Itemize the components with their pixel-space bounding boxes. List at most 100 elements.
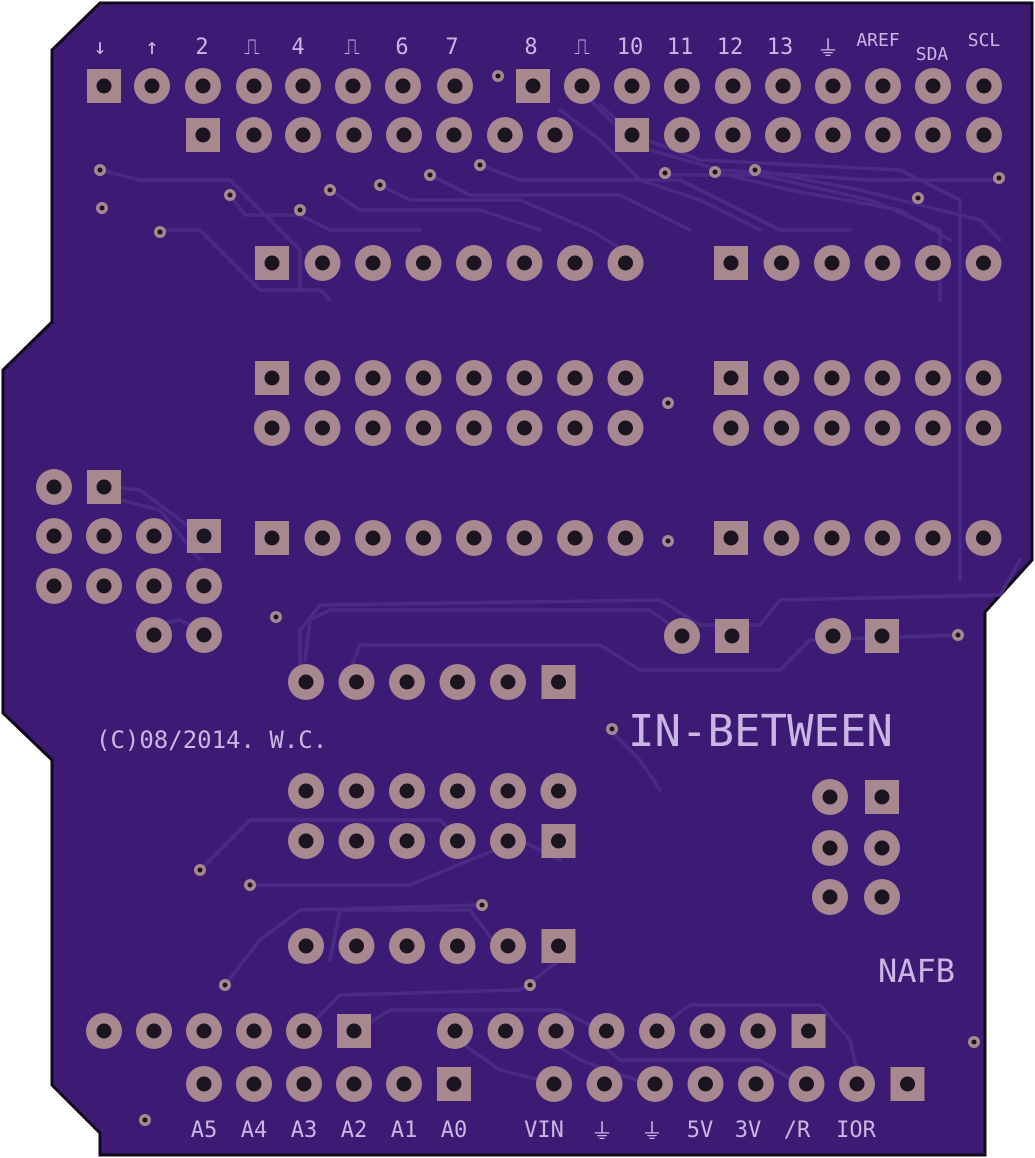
via-hole <box>97 167 103 173</box>
drill-hole <box>824 255 840 271</box>
drill-hole <box>399 674 415 690</box>
drill-hole <box>500 783 516 799</box>
drill-hole <box>498 1023 513 1039</box>
drill-hole <box>825 78 841 94</box>
drill-hole <box>195 78 211 94</box>
drill-hole <box>395 78 411 94</box>
drill-hole <box>416 370 431 386</box>
drill-hole <box>447 78 463 94</box>
drill-hole <box>446 127 462 143</box>
bottom-analog-labels: A5 A4 A3 A2 A1 A0 <box>191 1118 468 1143</box>
drill-hole <box>195 127 211 143</box>
via-hole <box>665 538 671 544</box>
drill-hole <box>46 578 62 594</box>
drill-hole <box>976 255 991 271</box>
via-hole <box>99 205 105 211</box>
drill-hole <box>574 78 590 94</box>
label-a3: A3 <box>291 1118 318 1143</box>
drill-hole <box>264 255 280 271</box>
drill-hole <box>399 783 415 799</box>
copyright-text: (C)08/2014. W.C. <box>96 726 327 754</box>
label-pin-1: ↑ <box>145 35 158 60</box>
drill-hole <box>296 1076 312 1092</box>
via-hole <box>609 726 615 732</box>
drill-hole <box>618 255 633 271</box>
copper-trace <box>378 183 642 262</box>
label-a5: A5 <box>191 1118 218 1143</box>
drill-hole <box>246 1076 262 1092</box>
drill-hole <box>551 938 566 954</box>
drill-hole <box>925 255 941 271</box>
drill-hole <box>925 370 941 386</box>
drill-hole <box>976 420 991 436</box>
drill-hole <box>416 420 431 436</box>
drill-hole <box>196 627 212 643</box>
via-hole <box>477 162 483 168</box>
drill-hole <box>346 1023 362 1039</box>
drill-hole <box>551 674 566 690</box>
label-scl: SCL <box>968 30 1001 51</box>
drill-hole <box>597 1076 612 1092</box>
via-hole <box>222 982 228 988</box>
board-code: NAFB <box>878 952 955 990</box>
drill-hole <box>618 420 633 436</box>
drill-hole <box>349 938 364 954</box>
drill-hole <box>551 833 566 849</box>
via-hole <box>712 169 718 175</box>
drill-hole <box>399 833 415 849</box>
drill-hole <box>295 78 311 94</box>
drill-hole <box>976 78 992 94</box>
drill-hole <box>900 1076 915 1092</box>
via-hole <box>157 229 163 235</box>
via-hole <box>377 182 383 188</box>
drill-hole <box>698 1076 713 1092</box>
drill-hole <box>446 1076 462 1092</box>
drill-hole <box>517 255 532 271</box>
drill-hole <box>567 530 583 546</box>
label-gnd: ⏚ <box>817 37 839 62</box>
drill-hole <box>396 1076 412 1092</box>
copper-trace <box>158 228 332 302</box>
label-pin-6: 6 <box>395 35 408 60</box>
drill-hole <box>264 530 280 546</box>
drill-hole <box>517 530 532 546</box>
via-hole <box>327 187 333 193</box>
copper-trace <box>578 88 962 582</box>
drill-hole <box>349 674 364 690</box>
label-a0: A0 <box>441 1118 468 1143</box>
drill-hole <box>976 370 991 386</box>
label-sda: SDA <box>916 44 949 65</box>
drill-hole <box>723 255 739 271</box>
label-gnd-1: ⏚ <box>591 1120 613 1145</box>
drill-hole <box>774 420 789 436</box>
drill-hole <box>96 528 112 544</box>
label-pin-0: ↓ <box>93 35 106 60</box>
drill-hole <box>624 78 640 94</box>
drill-hole <box>315 530 330 546</box>
label-a2: A2 <box>341 1118 368 1143</box>
drill-hole <box>874 840 890 856</box>
drill-hole <box>500 674 516 690</box>
copper-trace <box>713 170 952 242</box>
drill-hole <box>875 255 890 271</box>
copper-trace <box>478 163 852 232</box>
drill-hole <box>723 530 739 546</box>
drill-hole <box>748 1076 764 1092</box>
drill-hole <box>925 127 941 143</box>
via-hole <box>955 632 961 638</box>
drill-hole <box>976 127 992 143</box>
drill-hole <box>196 1076 212 1092</box>
drill-hole <box>315 370 330 386</box>
label-pin-2: 2 <box>195 35 208 60</box>
drill-hole <box>618 530 633 546</box>
drill-hole <box>196 1023 212 1039</box>
via-hole <box>662 170 668 176</box>
drill-hole <box>517 420 532 436</box>
drill-hole <box>264 420 280 436</box>
copper-trace <box>348 633 962 672</box>
drill-hole <box>315 420 330 436</box>
drill-hole <box>525 78 541 94</box>
bottom-power-labels: VIN ⏚ ⏚ 5V 3V /R IOR <box>524 1118 876 1145</box>
copper-trace <box>608 728 662 792</box>
